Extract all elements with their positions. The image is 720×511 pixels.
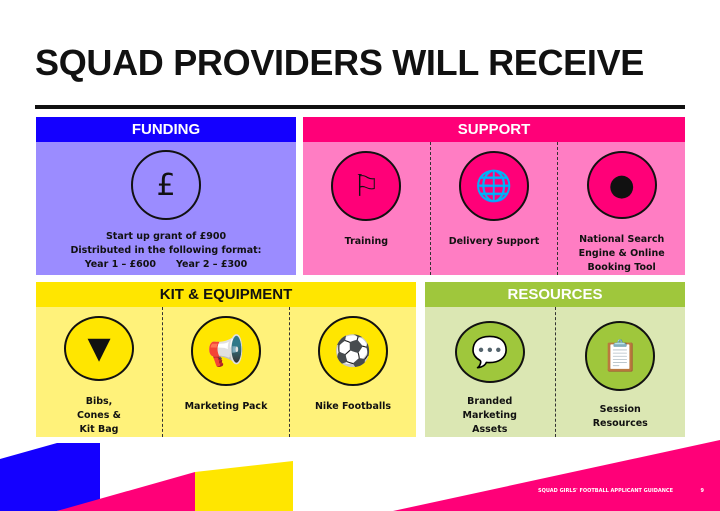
support-panel: SUPPORT ⚐ Training 🌐 Delivery Support ● Nat… — [303, 117, 685, 275]
funding-year2: Year 2 – £300 — [176, 259, 248, 270]
chat-like-icon: 💬 — [454, 321, 525, 383]
funding-year1: Year 1 – £600 — [84, 259, 156, 270]
support-item-label: Training — [344, 236, 389, 247]
page-title: SQUAD PROVIDERS WILL RECEIVE — [35, 42, 645, 83]
resources-item-label: Branded Marketing Assets — [462, 396, 517, 435]
footer-text: SQUAD GIRLS' FOOTBALL APPLICANT GUIDANCE — [538, 488, 673, 494]
support-heading: SUPPORT — [303, 117, 685, 142]
megaphone-icon: 📢 — [191, 316, 261, 386]
support-item-label: Delivery Support — [448, 236, 540, 247]
tactics-board-icon: 📋 — [585, 321, 656, 391]
whistle-icon: ⚐ — [331, 151, 402, 221]
kit-item-label: Marketing Pack — [184, 401, 268, 412]
kit-item-label: Nike Footballs — [314, 401, 392, 412]
football-icon: ⚽ — [318, 316, 388, 386]
kit-item-label: Bibs, Cones & Kit Bag — [77, 396, 121, 435]
resources-heading: RESOURCES — [425, 282, 685, 307]
funding-line1: Start up grant of £900 — [105, 231, 227, 242]
title-divider — [35, 105, 685, 109]
kit-heading: KIT & EQUIPMENT — [36, 282, 416, 307]
resources-panel: RESOURCES 💬 Branded Marketing Assets 📋 Ses… — [425, 282, 685, 437]
bib-icon: ▼ — [64, 316, 134, 381]
person-hand-icon: ● — [586, 151, 657, 219]
funding-line2: Distributed in the following format: — [70, 245, 262, 256]
support-item-label: National Search Engine & Online Booking … — [578, 234, 665, 273]
resources-item-label: Session Resources — [592, 404, 648, 429]
funding-heading: FUNDING — [36, 117, 296, 142]
page-number: 9 — [700, 488, 704, 494]
globe-search-icon: 🌐 — [459, 151, 529, 221]
funding-panel: FUNDING £ Start up grant of £900 Distrib… — [36, 117, 296, 275]
kit-panel: KIT & EQUIPMENT ▼ Bibs, Cones & Kit Bag 📢… — [36, 282, 416, 437]
piggy-bank-pound-icon: £ — [131, 150, 201, 220]
